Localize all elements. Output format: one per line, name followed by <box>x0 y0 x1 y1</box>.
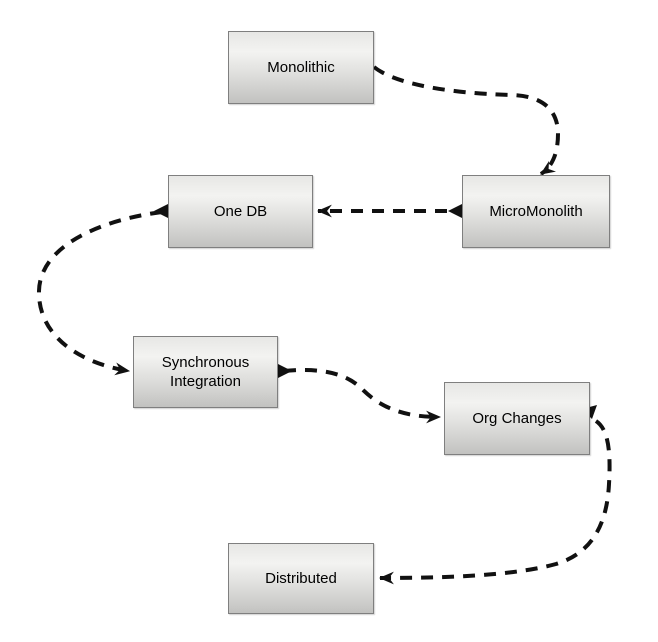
node-org-changes: Org Changes <box>444 382 590 455</box>
edge-tail-micromonolith <box>448 204 462 218</box>
node-monolithic: Monolithic <box>228 31 374 104</box>
edge-monolithic-to-micromonolith <box>372 65 561 176</box>
node-distributed: Distributed <box>228 543 374 614</box>
node-label: Synchronous Integration <box>161 354 250 390</box>
edge-one-db-to-synchronous-integration <box>36 210 163 376</box>
node-label: Distributed <box>265 570 337 587</box>
node-one-db: One DB <box>168 175 313 248</box>
node-micromonolith: MicroMonolith <box>462 175 610 248</box>
node-label: Org Changes <box>472 410 562 427</box>
edge-synchronous-integration-to-org-changes <box>283 367 442 424</box>
node-label: MicroMonolith <box>489 203 583 220</box>
node-label: One DB <box>213 203 268 220</box>
node-label: Monolithic <box>267 59 335 76</box>
node-synchronous-integration: Synchronous Integration <box>133 336 278 408</box>
